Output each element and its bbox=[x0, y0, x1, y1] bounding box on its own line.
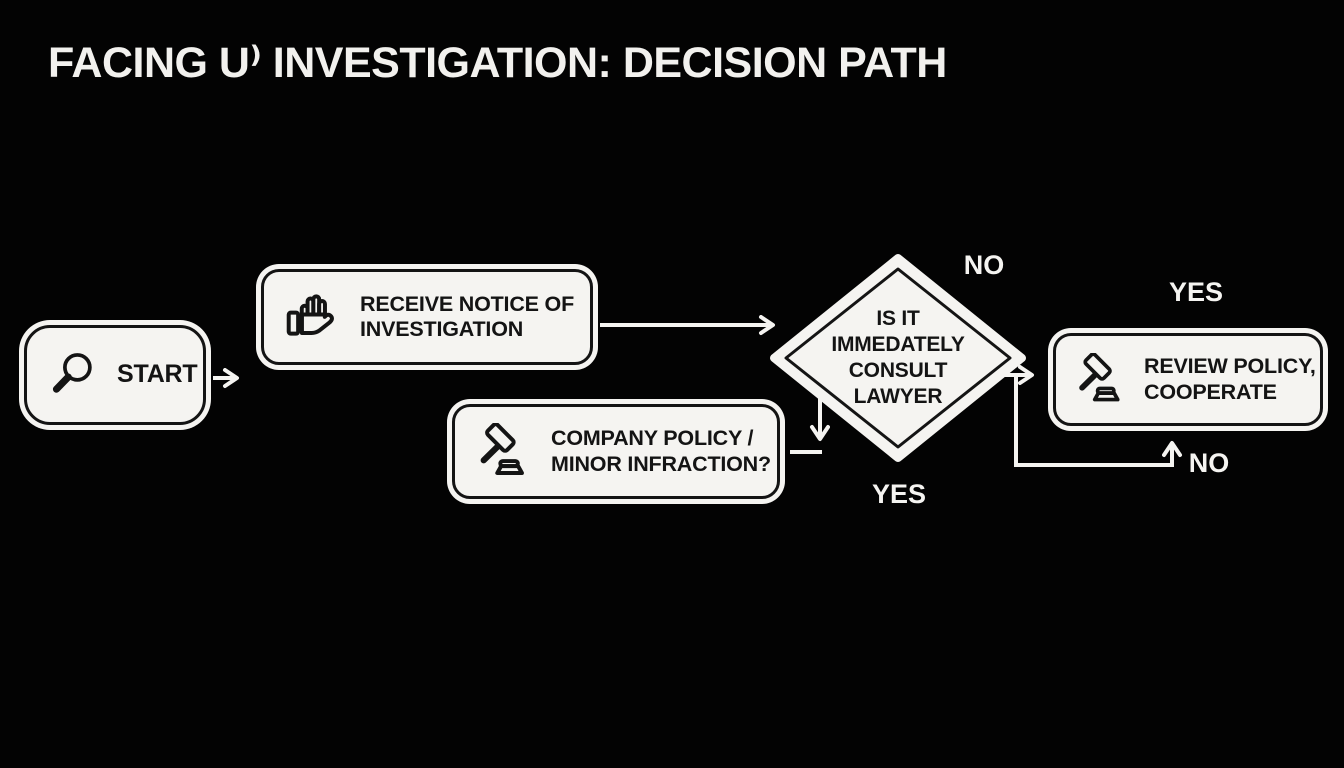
edge-label-yes-top: YES bbox=[1168, 277, 1224, 307]
node-company-policy[interactable]: COMPANY POLICY / MINOR INFRACTION? bbox=[452, 404, 780, 499]
node-company-policy-label: COMPANY POLICY / MINOR INFRACTION? bbox=[551, 426, 771, 476]
arrow-no-loop bbox=[1014, 377, 1182, 467]
node-start-label: START bbox=[117, 360, 198, 389]
decision-diamond[interactable] bbox=[770, 254, 1026, 462]
node-start[interactable]: START bbox=[24, 325, 206, 425]
node-receive-notice[interactable]: RECEIVE NOTICE OF INVESTIGATION bbox=[261, 269, 593, 365]
node-receive-notice-label: RECEIVE NOTICE OF INVESTIGATION bbox=[360, 291, 575, 341]
page-title: FACING U⁾ INVESTIGATION: DECISION PATH bbox=[48, 39, 947, 87]
gavel-icon bbox=[475, 422, 533, 481]
node-review[interactable]: REVIEW POLICY, COOPERATE bbox=[1053, 333, 1323, 426]
node-review-label: REVIEW POLICY, COOPERATE bbox=[1144, 354, 1316, 404]
raised-hand-icon bbox=[284, 288, 342, 346]
edge-label-no-right: NO bbox=[1188, 448, 1230, 478]
edge-label-yes-bottom: YES bbox=[871, 479, 927, 509]
magnifier-icon bbox=[47, 348, 101, 402]
gavel-icon bbox=[1074, 352, 1128, 407]
node-decision-label[interactable]: IS IT IMMEDATELY CONSULT LAWYER bbox=[831, 306, 965, 409]
edge-label-no-top: NO bbox=[963, 250, 1005, 280]
